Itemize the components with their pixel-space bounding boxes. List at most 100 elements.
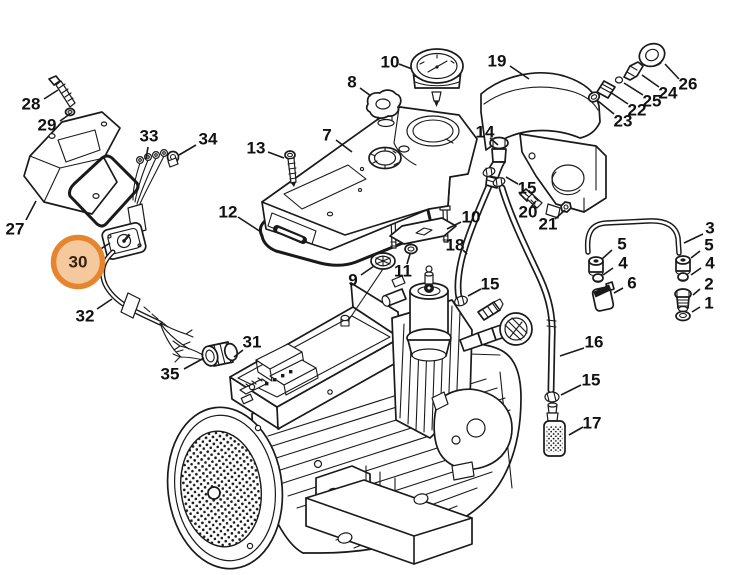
callout-leader-12	[237, 216, 262, 233]
callout-label-8-10[interactable]: 8	[347, 73, 356, 92]
mounting-bracket	[387, 205, 457, 249]
callout-leader-32	[96, 298, 113, 310]
pressure-gauge	[410, 48, 464, 107]
cable-gland	[172, 340, 239, 367]
callout-leader-33	[145, 146, 149, 160]
callout-leader-35	[183, 357, 205, 370]
callout-leader-31	[233, 349, 244, 358]
callout-label-4-29[interactable]: 4	[705, 254, 715, 273]
callout-leader-25	[623, 82, 644, 96]
callout-leader-6	[613, 287, 624, 294]
callout-label-25-17[interactable]: 25	[643, 92, 662, 111]
callout-leader-14	[489, 137, 499, 146]
callout-label-15-21[interactable]: 15	[518, 179, 537, 198]
callout-leader-15	[467, 288, 482, 297]
callout-leader-7	[335, 139, 353, 153]
callout-label-26-15[interactable]: 26	[679, 75, 698, 94]
callout-leader-9	[360, 265, 375, 276]
callout-label-29-1[interactable]: 29	[38, 116, 57, 135]
callout-label-28-0[interactable]: 28	[22, 95, 41, 114]
housing-cover	[261, 106, 478, 251]
callout-label-6-27[interactable]: 6	[627, 274, 636, 293]
callout-leader-23	[597, 100, 615, 115]
callout-label-24-16[interactable]: 24	[659, 84, 678, 103]
screw-28	[48, 75, 76, 108]
callout-label-31-8[interactable]: 31	[243, 333, 262, 352]
callout-label-7-12[interactable]: 7	[322, 126, 331, 145]
callout-label-22-18[interactable]: 22	[628, 101, 647, 120]
callout-leader-1	[691, 306, 701, 313]
callout-label-30-5[interactable]: 30	[69, 253, 88, 272]
callout-label-35-7[interactable]: 35	[161, 365, 180, 384]
screw-13	[284, 150, 297, 187]
callout-leader-5	[690, 250, 701, 259]
callout-label-10-11[interactable]: 10	[381, 53, 400, 72]
knob	[365, 89, 402, 128]
callout-label-18-33[interactable]: 18	[446, 236, 465, 255]
hose-18	[454, 182, 493, 307]
nozzle-fittings	[587, 42, 666, 103]
callout-label-27-2[interactable]: 27	[6, 220, 25, 239]
callout-leader-2	[692, 288, 701, 296]
grommet	[404, 243, 418, 255]
callout-label-20-22[interactable]: 20	[519, 203, 538, 222]
callout-label-32-6[interactable]: 32	[76, 307, 95, 326]
pipe-nuts-ferrules	[588, 255, 692, 322]
callout-leader-26	[664, 63, 680, 80]
nut-21	[560, 201, 572, 213]
pressure-pipe	[584, 218, 682, 256]
callout-leader-15	[560, 384, 582, 396]
belt-shroud	[480, 72, 607, 219]
bracket-27	[23, 111, 121, 215]
callout-label-1-31[interactable]: 1	[704, 294, 713, 313]
callout-label-33-3[interactable]: 33	[140, 127, 159, 146]
callout-leader-28	[43, 89, 59, 100]
callout-label-14-20[interactable]: 14	[476, 123, 495, 142]
callout-label-34-4[interactable]: 34	[199, 130, 218, 149]
callout-leader-24	[641, 74, 660, 88]
fan-cover	[166, 406, 284, 570]
callout-label-15-38[interactable]: 15	[582, 371, 601, 390]
callout-label-4-26[interactable]: 4	[618, 254, 628, 273]
callout-leader-11	[406, 253, 411, 265]
callout-label-9-34[interactable]: 9	[348, 271, 357, 290]
callout-label-5-25[interactable]: 5	[617, 235, 626, 254]
callout-leader-4	[602, 267, 614, 276]
callout-label-10-32[interactable]: 10	[462, 208, 481, 227]
callout-leader-17	[568, 426, 584, 436]
callout-leader-8	[359, 87, 372, 97]
callout-label-19-14[interactable]: 19	[488, 52, 507, 71]
callout-label-5-28[interactable]: 5	[704, 236, 713, 255]
diamond-gasket	[68, 154, 140, 228]
callout-label-2-30[interactable]: 2	[704, 275, 713, 294]
callout-leader-18	[462, 249, 468, 255]
callout-leader-5	[601, 249, 613, 260]
highlight-ring-30[interactable]	[50, 234, 106, 290]
callout-leader-22	[609, 91, 629, 105]
callout-leader-3	[683, 233, 704, 244]
callout-label-16-37[interactable]: 16	[585, 333, 604, 352]
elbow-fitting	[482, 136, 509, 189]
hose-16	[498, 184, 560, 403]
callout-label-11-35[interactable]: 11	[394, 262, 412, 281]
callout-label-12-13[interactable]: 12	[219, 203, 238, 222]
callout-label-17-39[interactable]: 17	[583, 414, 602, 433]
callout-leader-15	[505, 176, 519, 185]
callout-leader-10	[398, 63, 413, 70]
callout-label-13-9[interactable]: 13	[247, 139, 266, 158]
callout-leader-20	[530, 200, 537, 208]
callout-leader-19	[509, 65, 530, 80]
motor-base-feet	[305, 459, 473, 565]
callout-leader-4	[690, 267, 702, 276]
callout-label-15-36[interactable]: 15	[481, 275, 500, 294]
callout-label-3-24[interactable]: 3	[705, 219, 714, 238]
water-filter	[543, 402, 566, 457]
terminal-box	[229, 282, 402, 430]
screw-20	[519, 188, 543, 209]
callout-label-21-23[interactable]: 21	[539, 215, 558, 234]
callout-label-23-19[interactable]: 23	[614, 112, 633, 131]
callout-leader-21	[554, 209, 566, 220]
